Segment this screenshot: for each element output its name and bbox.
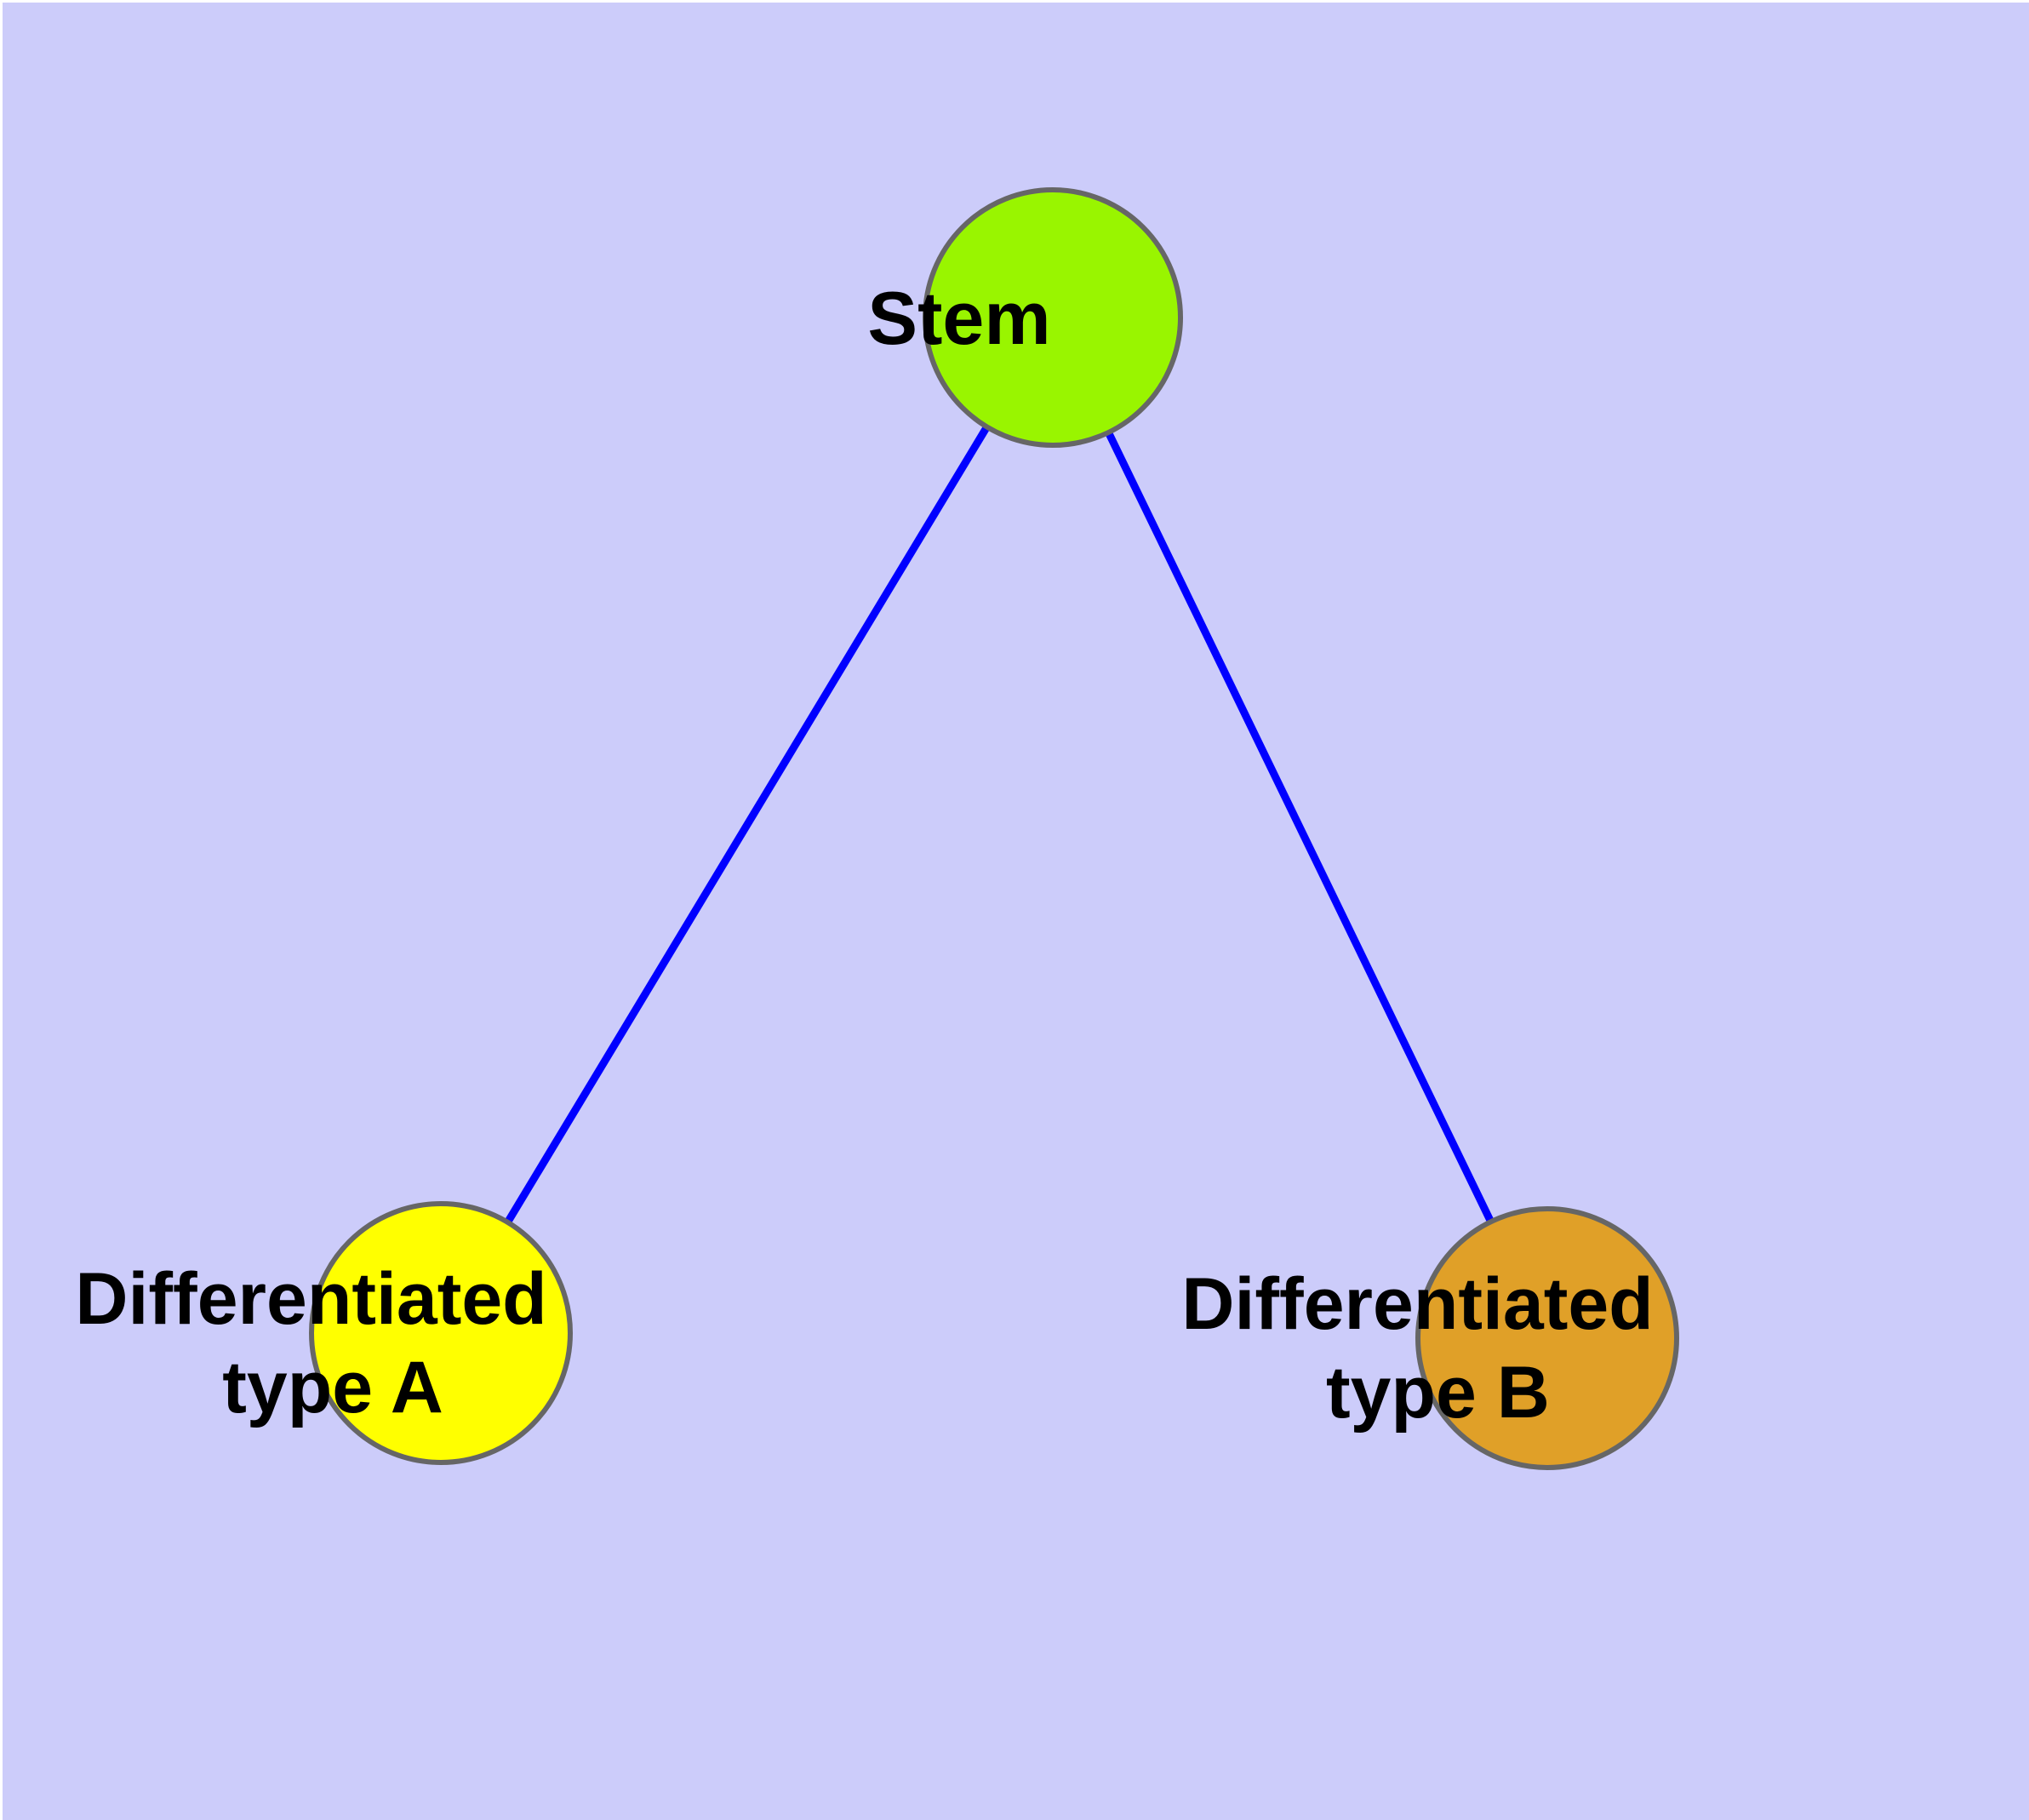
edge-stem-to-differentiated-type-b[interactable] bbox=[1049, 316, 1552, 1340]
node-label-stem: Stem bbox=[867, 276, 1237, 360]
diagram-plot-area: Stem Differentiated type A Differentiate… bbox=[3, 3, 2029, 1820]
node-stem[interactable] bbox=[923, 187, 1183, 448]
node-label-differentiated-type-a-line-1: Differentiated bbox=[75, 1258, 546, 1340]
node-label-differentiated-type-b-line-1: Differentiated bbox=[1181, 1263, 1653, 1345]
node-layer bbox=[309, 187, 1679, 1470]
node-label-differentiated-type-a: Differentiated type A bbox=[75, 1258, 770, 1428]
node-differentiated-type-b[interactable] bbox=[1415, 1206, 1679, 1470]
node-label-differentiated-type-b-line-2: type B bbox=[1326, 1352, 1550, 1434]
edge-layer bbox=[437, 315, 1552, 1340]
label-layer: Stem Differentiated type A Differentiate… bbox=[75, 276, 1877, 1434]
graph-svg: Stem Differentiated type A Differentiate… bbox=[75, 187, 1877, 1470]
node-label-differentiated-type-a-line-2: type A bbox=[222, 1347, 442, 1428]
node-label-differentiated-type-b: Differentiated type B bbox=[1181, 1263, 1877, 1434]
node-label-stem-line-1: Stem bbox=[867, 276, 1050, 360]
edge-stem-to-differentiated-type-a[interactable] bbox=[437, 315, 1056, 1336]
node-differentiated-type-a[interactable] bbox=[309, 1201, 573, 1465]
